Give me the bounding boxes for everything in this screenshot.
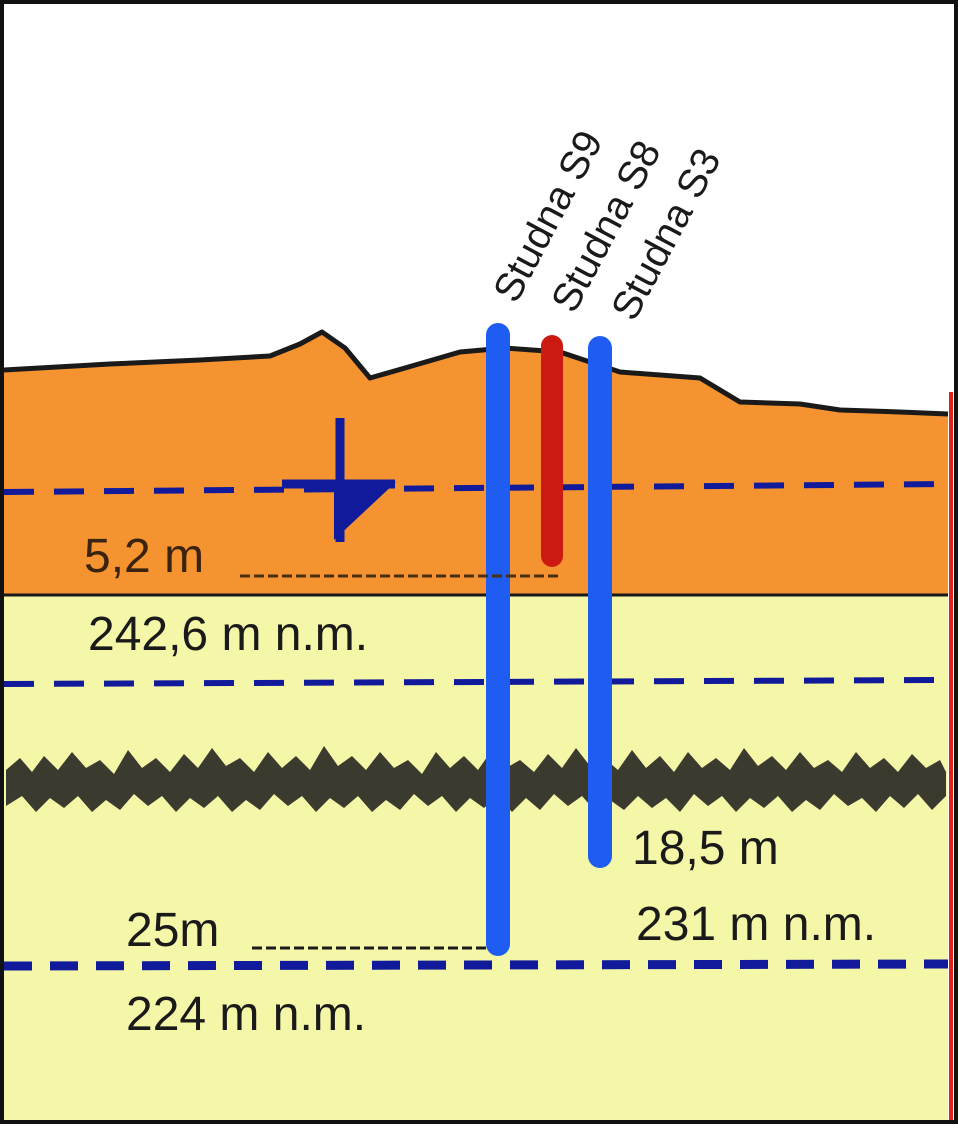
- water-level-line-upper: [3, 481, 949, 495]
- water-level-line-middle: [3, 677, 949, 687]
- s3-depth-label: 18,5 m: [632, 822, 779, 875]
- rock-band: [6, 746, 946, 812]
- s9-depth-label: 25m: [126, 904, 219, 957]
- water-level-line-lower: [3, 959, 949, 971]
- water-table-icon: [282, 418, 396, 542]
- layer-depth-label: 5,2 m: [84, 530, 204, 583]
- layer-elevation-label: 242,6 m n.m.: [88, 608, 368, 661]
- s3-elevation-label: 231 m n.m.: [636, 898, 876, 951]
- s9-elevation-label: 224 m n.m.: [126, 988, 366, 1041]
- lower-soil-layer: [4, 595, 948, 1120]
- terrain-surface-line: [3, 329, 949, 417]
- upper-soil-layer: [4, 332, 948, 595]
